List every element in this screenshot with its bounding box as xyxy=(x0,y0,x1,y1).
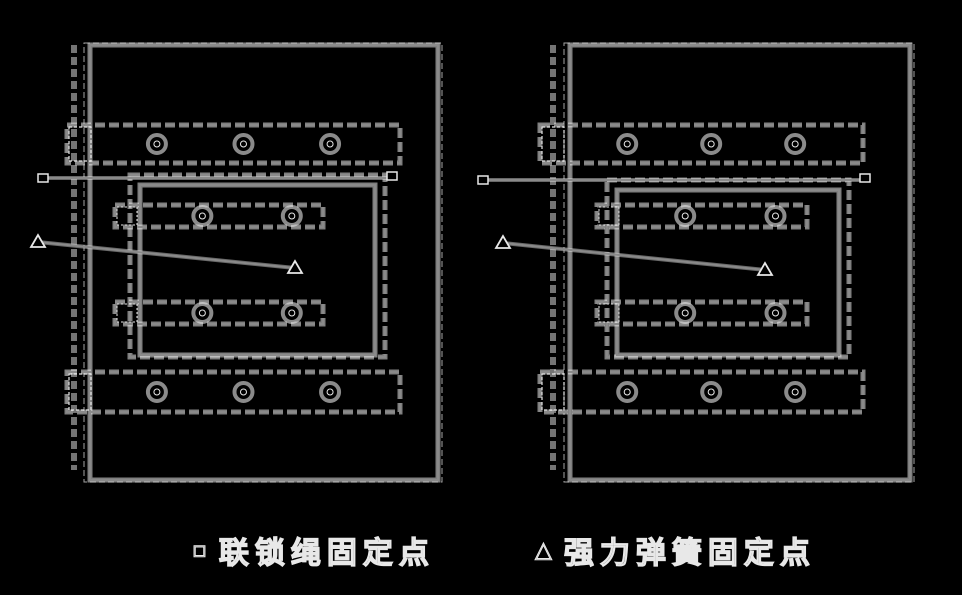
panel-right-top-beam-bolt-icon-core xyxy=(707,140,715,148)
legend-label-chain: 联锁绳固定点 xyxy=(218,535,435,571)
panel-right-inner-top-bar-bolt-icon-core xyxy=(681,212,689,220)
panel-left-bottom-beam-bolt-icon xyxy=(234,383,253,401)
panel-left-inner-frame-halo xyxy=(137,182,378,358)
panel-left-triangle-marker-icon xyxy=(29,233,47,248)
panel-right-top-beam-bolt-icon-core xyxy=(623,140,631,148)
panel-right-bottom-beam-bolt-icon-core xyxy=(791,388,799,396)
panel-right-bottom-beam-end-plate xyxy=(541,373,565,411)
panel-right-square-marker-icon xyxy=(477,175,489,185)
panel-right-inner-bottom-bar-bolt-icon-core xyxy=(681,309,689,317)
panel-left-top-beam-bolt-icon xyxy=(321,135,340,153)
panel-right-top-beam-bolt-icon xyxy=(618,135,637,153)
panel-right-bottom-beam xyxy=(539,371,864,413)
panel-right-outer-frame-dashed xyxy=(563,42,915,483)
panel-right-outer-frame xyxy=(569,44,911,481)
panel-left-inner-bottom-bar xyxy=(114,301,324,325)
panel-right-triangle-marker-icon xyxy=(494,234,512,249)
panel-left-inner-bottom-bar-end-plate xyxy=(116,303,138,323)
panel-right-inner-bottom-bar-bolt-icon xyxy=(676,304,695,322)
panel-left-square-marker-icon xyxy=(37,173,49,183)
panel-left-bottom-beam-bolt-icon-core xyxy=(153,388,161,396)
panel-right-bottom-beam-bolt-icon xyxy=(618,383,637,401)
panel-left-outer-frame-dashed xyxy=(83,42,443,483)
panel-right-inner-top-bar-bolt-icon-core xyxy=(772,212,779,220)
panel-right-inner-bottom-bar-end-plate xyxy=(598,303,620,323)
triangle-marker-icon: △ xyxy=(535,537,553,563)
panel-left-top-beam xyxy=(66,124,401,164)
panel-right-spring-line xyxy=(502,242,766,271)
legend-chain-fixing-point: ▫ 联锁绳固定点 xyxy=(192,530,435,571)
square-marker-icon: ▫ xyxy=(192,537,208,563)
panel-left-bottom-beam-bolt-icon xyxy=(321,383,340,401)
panel-right-top-beam-bolt-icon xyxy=(702,135,721,153)
panel-left-bottom-beam-bolt-icon-core xyxy=(326,388,334,396)
panel-right-bottom-beam-bolt-icon xyxy=(702,383,721,401)
panel-right-inner-top-bar-bolt-icon xyxy=(676,207,695,225)
panel-left-top-beam-bolt-icon xyxy=(147,135,166,153)
panel-left-inner-top-bar-bolt-icon-core xyxy=(198,212,206,220)
panel-right-inner-top-bar-bolt-icon xyxy=(766,207,785,225)
panel-left-outer-frame xyxy=(89,44,439,481)
panel-right-inner-frame xyxy=(616,189,840,356)
panel-left-inner-bottom-bar-bolt-icon-core xyxy=(198,309,206,317)
panel-left-top-beam-bolt-icon-core xyxy=(326,140,334,148)
panel-left-inner-frame xyxy=(139,184,376,356)
panel-right-bottom-beam-bolt-icon-core xyxy=(623,388,631,396)
panel-left-top-beam-bolt-icon xyxy=(234,135,253,153)
panel-right-top-beam xyxy=(539,124,864,164)
panel-left-top-beam-bolt-icon-core xyxy=(239,140,247,148)
panel-right-inner-bottom-bar-bolt-icon xyxy=(766,304,785,322)
panel-right-inner-top-bar xyxy=(596,204,808,228)
panel-left-triangle-marker-icon xyxy=(286,259,304,274)
panel-right-triangle-marker-icon xyxy=(756,261,774,276)
panel-right-square-marker-icon xyxy=(859,173,871,183)
panel-left-inner-bottom-bar-bolt-icon xyxy=(193,304,212,322)
panel-left-top-beam-end-plate xyxy=(68,126,92,162)
panel-right-bottom-beam-bolt-icon-core xyxy=(707,388,715,396)
panel-left-bottom-beam-bolt-icon-core xyxy=(239,388,247,396)
panel-left-inner-top-bar-bolt-icon xyxy=(193,207,212,225)
panel-left-inner-top-bar xyxy=(114,204,324,228)
panel-left-inner-top-bar-bolt-icon-core xyxy=(288,212,296,220)
panel-left-bottom-beam-end-plate xyxy=(68,373,92,411)
panel-right-bottom-beam-bolt-icon xyxy=(786,383,805,401)
panel-right-top-beam-end-plate xyxy=(541,126,565,162)
panel-right-inner-bottom-bar-bolt-icon-core xyxy=(772,309,779,317)
panel-left-square-marker-icon xyxy=(386,171,398,181)
panel-left-top-beam-bolt-icon-core xyxy=(153,140,161,148)
panel-right-outer-frame-halo xyxy=(567,42,913,483)
panel-left-inner-bottom-bar-bolt-icon xyxy=(282,304,301,322)
legend-label-spring: 强力弹簧固定点 xyxy=(563,535,816,571)
panel-left-inner-top-bar-end-plate xyxy=(116,206,138,226)
panel-left-inner-top-bar-bolt-icon xyxy=(282,207,301,225)
panel-left-spring-line xyxy=(37,241,296,269)
panel-right-top-beam-bolt-icon xyxy=(786,135,805,153)
legend-spring-fixing-point: △ 强力弹簧固定点 xyxy=(535,530,816,571)
panel-right-inner-top-bar-end-plate xyxy=(598,206,620,226)
panel-right-top-beam-bolt-icon-core xyxy=(791,140,799,148)
panel-right-inner-bottom-bar xyxy=(596,301,808,325)
panel-left-bottom-beam xyxy=(66,371,401,413)
panel-left-inner-bottom-bar-bolt-icon-core xyxy=(288,309,296,317)
panel-left-bottom-beam-bolt-icon xyxy=(147,383,166,401)
